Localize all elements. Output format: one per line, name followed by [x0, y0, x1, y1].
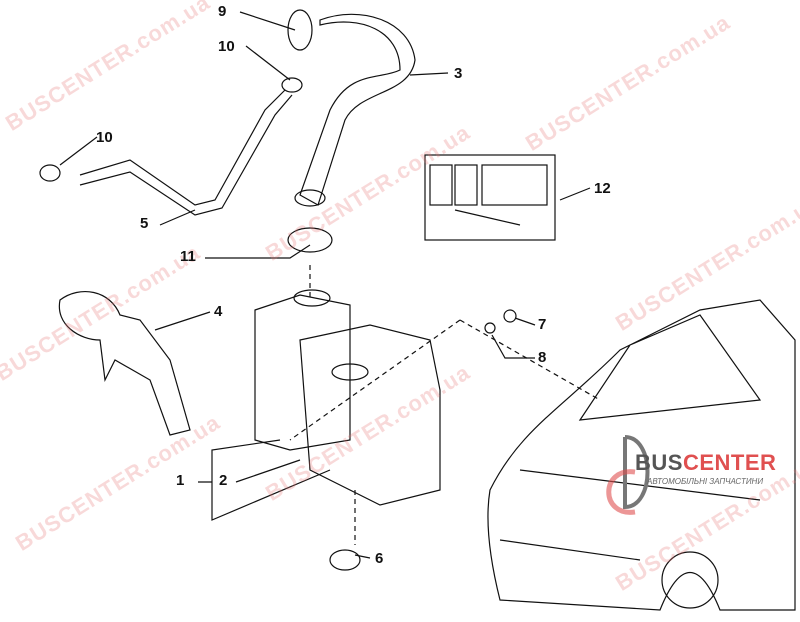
grommet-6 — [329, 549, 361, 571]
callout-12: 12 — [594, 180, 611, 197]
clamp-10 — [281, 77, 303, 93]
breather-pipe-5 — [79, 89, 293, 216]
callout-11: 11 — [180, 248, 196, 265]
logo-center: CENTER — [682, 450, 777, 475]
wheel — [661, 551, 719, 609]
logo-mark — [606, 435, 650, 515]
clamp-9 — [287, 9, 313, 51]
callout-1: 1 — [176, 472, 185, 489]
leader-lines — [59, 11, 601, 559]
washer-8 — [484, 322, 496, 334]
screw-7 — [503, 309, 517, 323]
callout-7: 7 — [538, 316, 547, 333]
airbox-1 — [299, 324, 441, 506]
callout-4: 4 — [214, 303, 223, 320]
logo-subtitle: АВТОМОБІЛЬНІ ЗАПЧАСТИНИ — [647, 477, 764, 486]
callout-5: 5 — [140, 215, 149, 232]
intake-hose-3 — [299, 13, 416, 206]
airbox-lid-2 — [254, 294, 351, 451]
callout-10: 10 — [96, 129, 113, 146]
clamp-11 — [287, 227, 333, 253]
logo-title: BUSCENTER — [635, 450, 776, 476]
callout-8: 8 — [538, 349, 547, 366]
callout-6: 6 — [375, 550, 384, 567]
callout-2: 2 — [219, 472, 228, 489]
callout-3: 3 — [454, 65, 463, 82]
clamp-10b — [39, 164, 61, 182]
filter-kit-12 — [424, 154, 556, 241]
vehicle-outline — [487, 299, 796, 611]
buscenter-logo: BUSCENTER АВТОМОБІЛЬНІ ЗАПЧАСТИНИ — [595, 432, 795, 522]
logo-bus: BUS — [635, 450, 683, 475]
air-duct-4 — [58, 291, 191, 436]
callout-10: 10 — [218, 38, 235, 55]
callout-9: 9 — [218, 3, 227, 20]
